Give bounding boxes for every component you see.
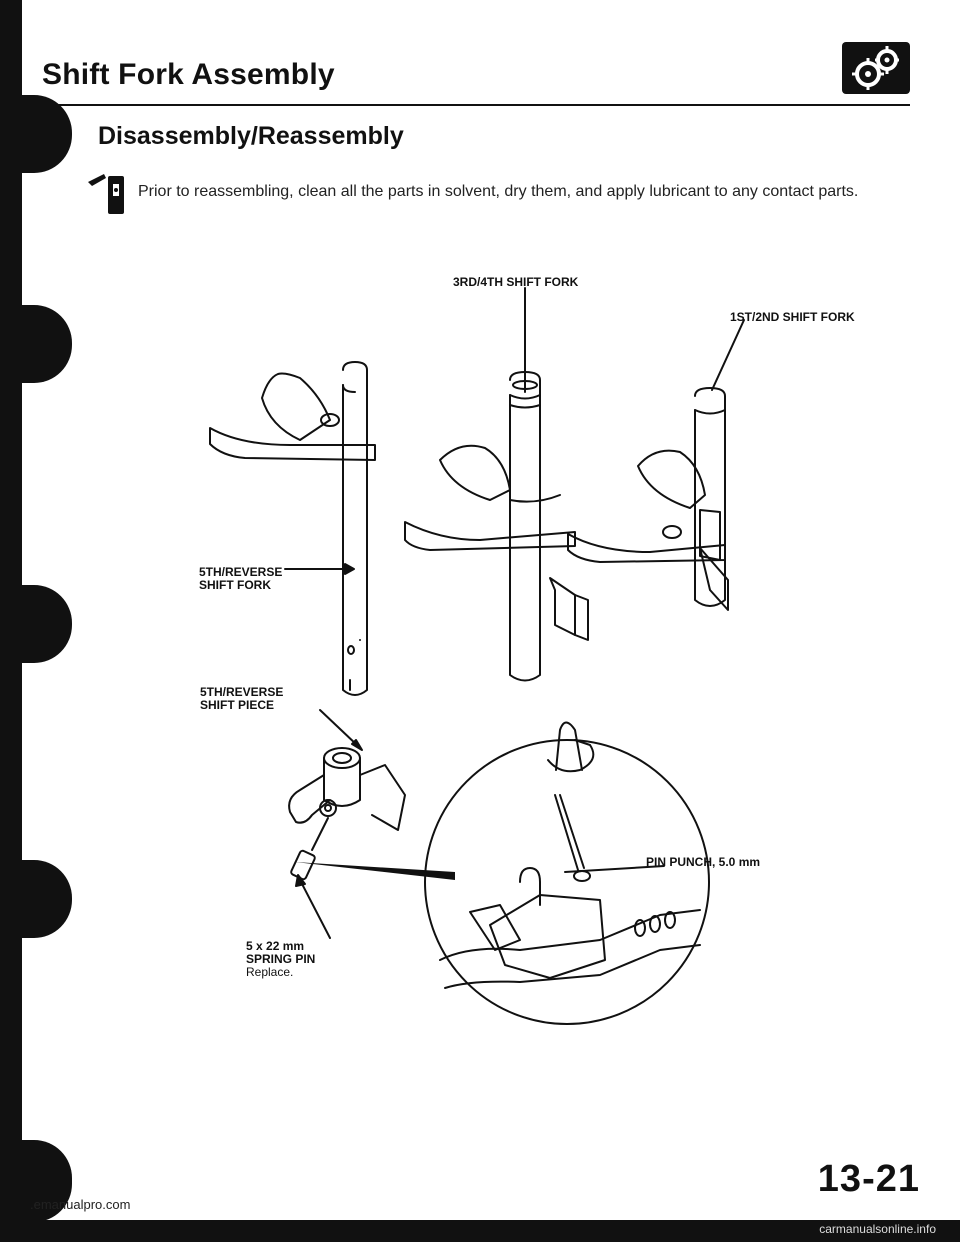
note-text: Prior to reassembling, clean all the par… — [138, 183, 859, 200]
fork-1st-2nd — [567, 387, 729, 611]
label-shift-piece-line1: 5TH/REVERSE — [200, 685, 284, 699]
fork-5th-reverse — [209, 361, 376, 696]
label-5th-reverse-fork-line1: 5TH/REVERSE — [199, 565, 283, 579]
label-spring-pin-replace: Replace. — [246, 965, 294, 979]
binding-tab — [0, 305, 72, 383]
label-pin-punch: PIN PUNCH, 5.0 mm — [646, 855, 761, 869]
binding-tab — [0, 585, 72, 663]
label-1st-2nd-shift-fork: 1ST/2ND SHIFT FORK — [730, 310, 855, 324]
shift-piece — [288, 747, 406, 831]
label-spring-pin-size: 5 x 22 mm — [246, 939, 305, 953]
gear-icon — [842, 42, 910, 94]
lubricant-can-icon — [88, 174, 124, 214]
section-subtitle: Disassembly/Reassembly — [98, 122, 404, 150]
source-url-left: .emanualpro.com — [30, 1197, 131, 1212]
page-title: Shift Fork Assembly — [42, 58, 335, 91]
title-rule — [42, 104, 910, 106]
label-3rd-4th-shift-fork: 3RD/4TH SHIFT FORK — [453, 275, 579, 289]
binding-tab — [0, 95, 72, 173]
lubrication-note: Prior to reassembling, clean all the par… — [84, 168, 934, 216]
label-spring-pin: SPRING PIN — [246, 952, 316, 966]
source-url-right: carmanualsonline.info — [819, 1222, 936, 1236]
fork-3rd-4th — [404, 371, 589, 682]
footer-bar — [0, 1220, 960, 1242]
binding-tab — [0, 860, 72, 938]
binding-tab — [0, 1140, 72, 1222]
label-shift-piece-line2: SHIFT PIECE — [200, 698, 275, 712]
page-number: 13-21 — [817, 1158, 920, 1200]
label-5th-reverse-fork-line2: SHIFT FORK — [199, 578, 271, 592]
